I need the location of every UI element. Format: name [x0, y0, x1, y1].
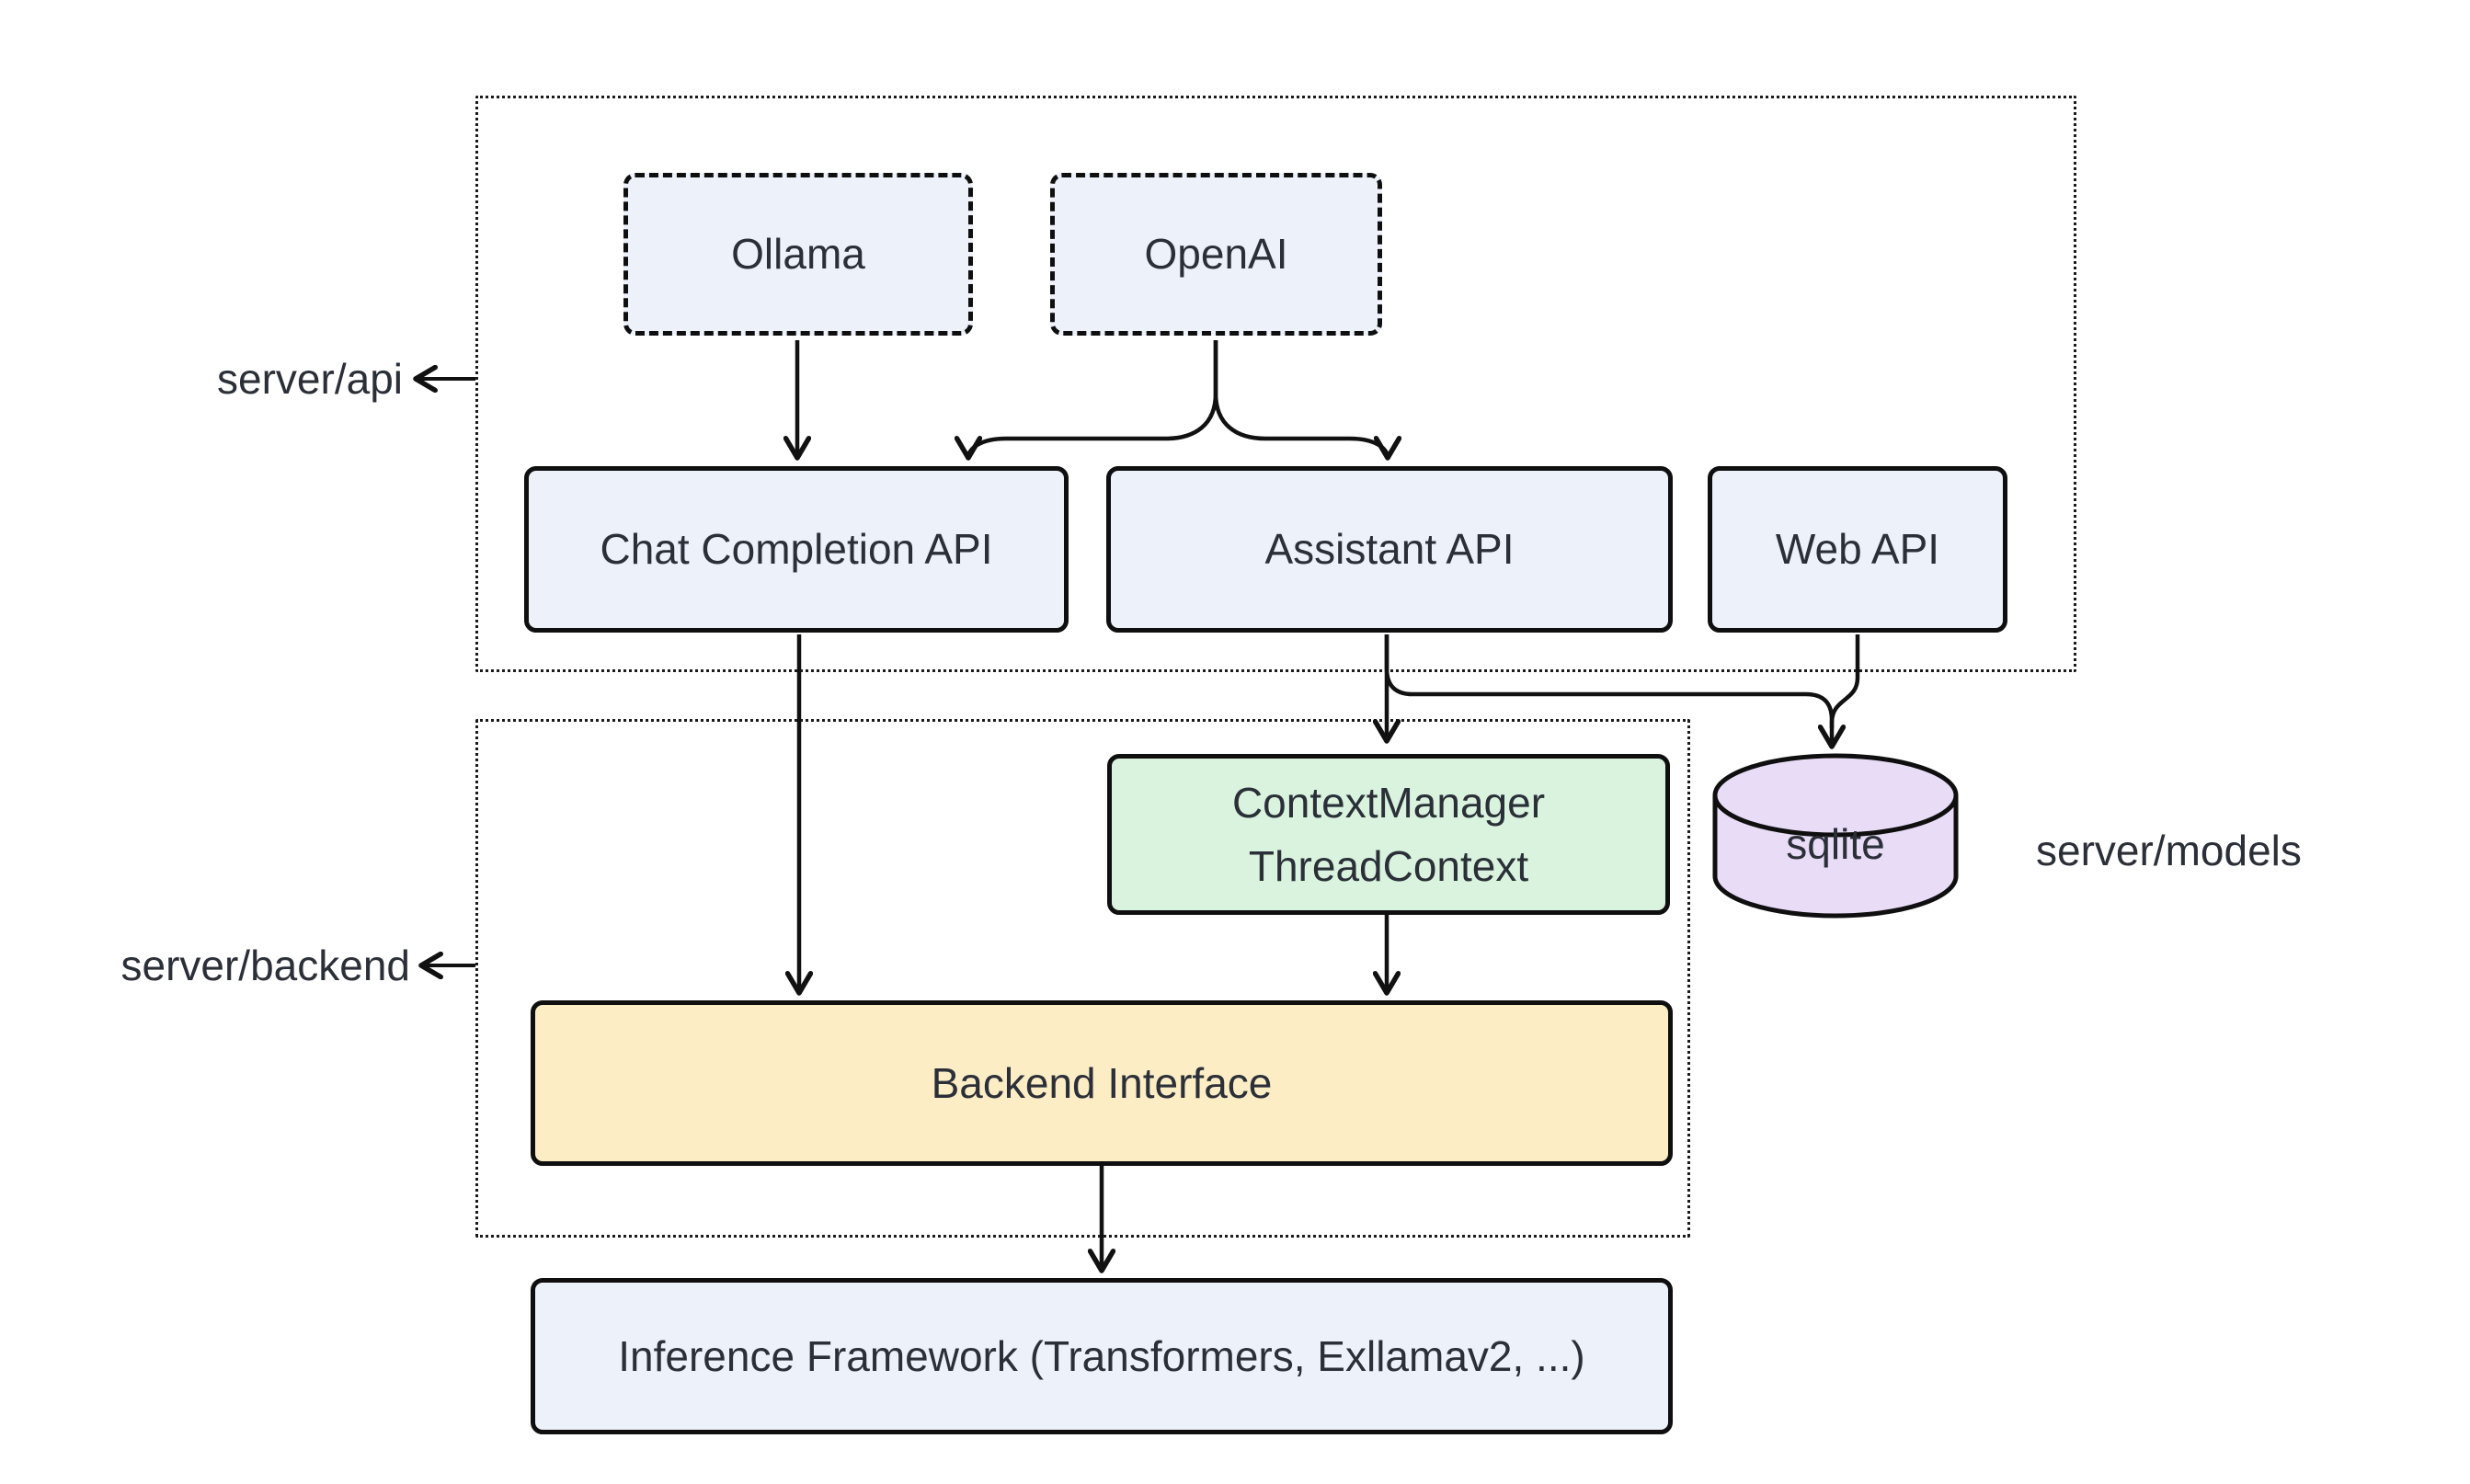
- node-assistant-api: Assistant API: [1106, 466, 1673, 633]
- node-chat-completion-api: Chat Completion API: [524, 466, 1069, 633]
- node-sqlite-label: sqlite: [1786, 820, 1885, 868]
- node-web-api-label: Web API: [1775, 525, 1940, 573]
- node-web-api: Web API: [1708, 466, 2007, 633]
- node-context-manager-label-line1: ContextManager: [1231, 778, 1546, 827]
- cluster-server-api: [475, 96, 2076, 672]
- node-context-manager-label-line2: ThreadContext: [1248, 841, 1529, 890]
- node-context-manager: ContextManager ThreadContext: [1107, 754, 1670, 915]
- node-inference-framework-label: Inference Framework (Transformers, Exlla…: [618, 1331, 1585, 1380]
- side-label-server-models: server/models: [2036, 827, 2302, 874]
- node-inference-framework: Inference Framework (Transformers, Exlla…: [531, 1278, 1673, 1434]
- node-openai: OpenAI: [1050, 173, 1382, 336]
- node-backend-interface: Backend Interface: [531, 1000, 1673, 1166]
- node-chat-completion-api-label: Chat Completion API: [600, 525, 993, 573]
- node-openai-label: OpenAI: [1144, 230, 1288, 278]
- cluster-server-api-label: server/api: [217, 355, 403, 403]
- node-ollama-label: Ollama: [731, 230, 865, 278]
- cluster-server-backend: [475, 719, 1690, 1238]
- cluster-server-backend-label: server/backend: [120, 942, 411, 989]
- node-backend-interface-label: Backend Interface: [931, 1058, 1273, 1107]
- node-assistant-api-label: Assistant API: [1264, 525, 1515, 573]
- node-ollama: Ollama: [623, 173, 973, 336]
